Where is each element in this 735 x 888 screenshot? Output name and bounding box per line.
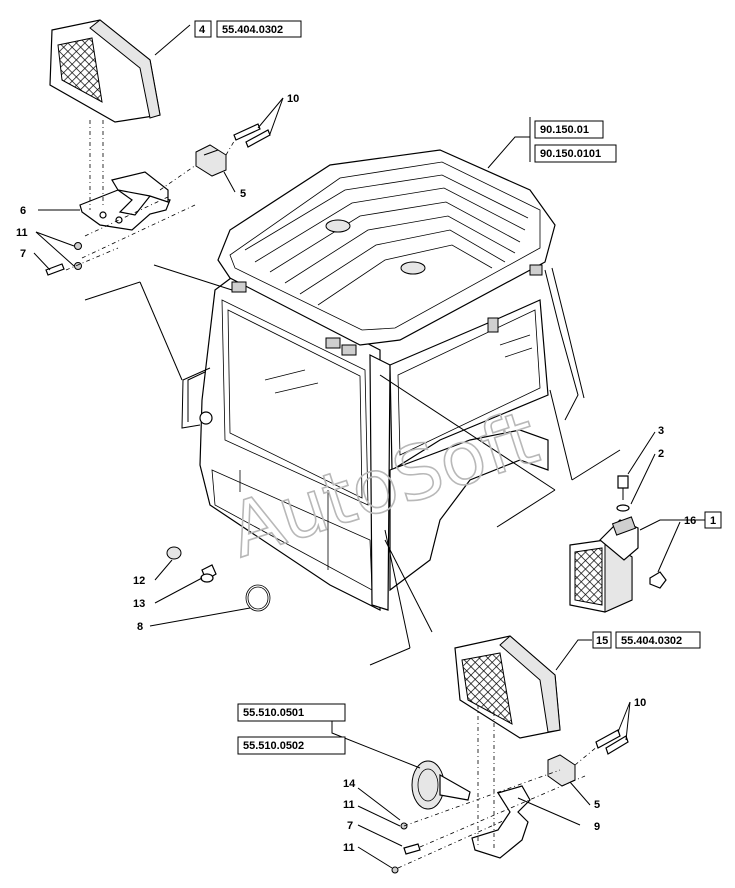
callout-13: 13: [133, 598, 145, 610]
horn: [411, 760, 471, 810]
side-lamp-fasteners: [616, 475, 667, 589]
callout-7-bottom: 7: [347, 820, 353, 832]
ref-horn: 55.510.0501 55.510.0502: [237, 703, 346, 755]
callout-14: 14: [343, 778, 356, 790]
svg-text:55.510.0501: 55.510.0501: [243, 707, 304, 719]
svg-text:90.150.01: 90.150.01: [540, 124, 589, 136]
cab-roof: [217, 149, 556, 346]
callout-10-top: 10: [287, 93, 299, 105]
cab-ref-leader: [487, 136, 530, 169]
svg-text:55.510.0502: 55.510.0502: [243, 740, 304, 752]
side-work-lamp: [569, 516, 639, 613]
callout-5-bottom: 5: [594, 799, 600, 811]
callout-6: 6: [20, 205, 26, 217]
callout-11-mid: 11: [343, 799, 355, 811]
svg-text:4: 4: [199, 24, 206, 36]
callout-11-bottom: 11: [343, 842, 355, 854]
svg-text:55.404.0302: 55.404.0302: [621, 635, 682, 647]
bottom-work-lamp: [454, 635, 561, 739]
callout-numbers: 10 5 6 11 7 3 2 16 12 13 8 10 5 14 11 7 …: [16, 93, 696, 854]
ref-bottom-lamp: 15 55.404.0302: [592, 631, 701, 649]
small-leaders: [149, 529, 433, 666]
cab-side-window: [221, 299, 369, 506]
top-work-lamp: [49, 19, 161, 123]
cab-assembly: [181, 149, 585, 611]
ref-cab: 90.150.01 90.150.0101: [534, 120, 617, 163]
callout-16: 16: [684, 515, 696, 527]
callout-11-top: 11: [16, 227, 28, 239]
svg-text:90.150.0101: 90.150.0101: [540, 148, 601, 160]
callout-10-bottom: 10: [634, 697, 646, 709]
ref-side-lamp: 1: [704, 511, 722, 529]
svg-text:1: 1: [710, 515, 716, 527]
callout-9: 9: [594, 821, 600, 833]
top-leaders: [33, 24, 284, 381]
callout-2: 2: [658, 448, 664, 460]
top-lamp-fasteners: [45, 123, 271, 276]
callout-3: 3: [658, 425, 664, 437]
side-leaders: [379, 374, 705, 573]
top-lamp-bracket: [79, 144, 227, 231]
bottom-lamp-bracket: [471, 754, 576, 859]
ref-top-lamp: 4 55.404.0302: [194, 20, 302, 38]
callout-8: 8: [137, 621, 143, 633]
bottom-leaders: [331, 639, 631, 869]
callout-12: 12: [133, 575, 145, 587]
callout-5-top: 5: [240, 188, 246, 200]
callout-7-top: 7: [20, 248, 26, 260]
small-parts: [166, 546, 271, 612]
svg-text:15: 15: [596, 635, 608, 647]
svg-text:55.404.0302: 55.404.0302: [222, 24, 283, 36]
cab-fender: [389, 429, 549, 592]
